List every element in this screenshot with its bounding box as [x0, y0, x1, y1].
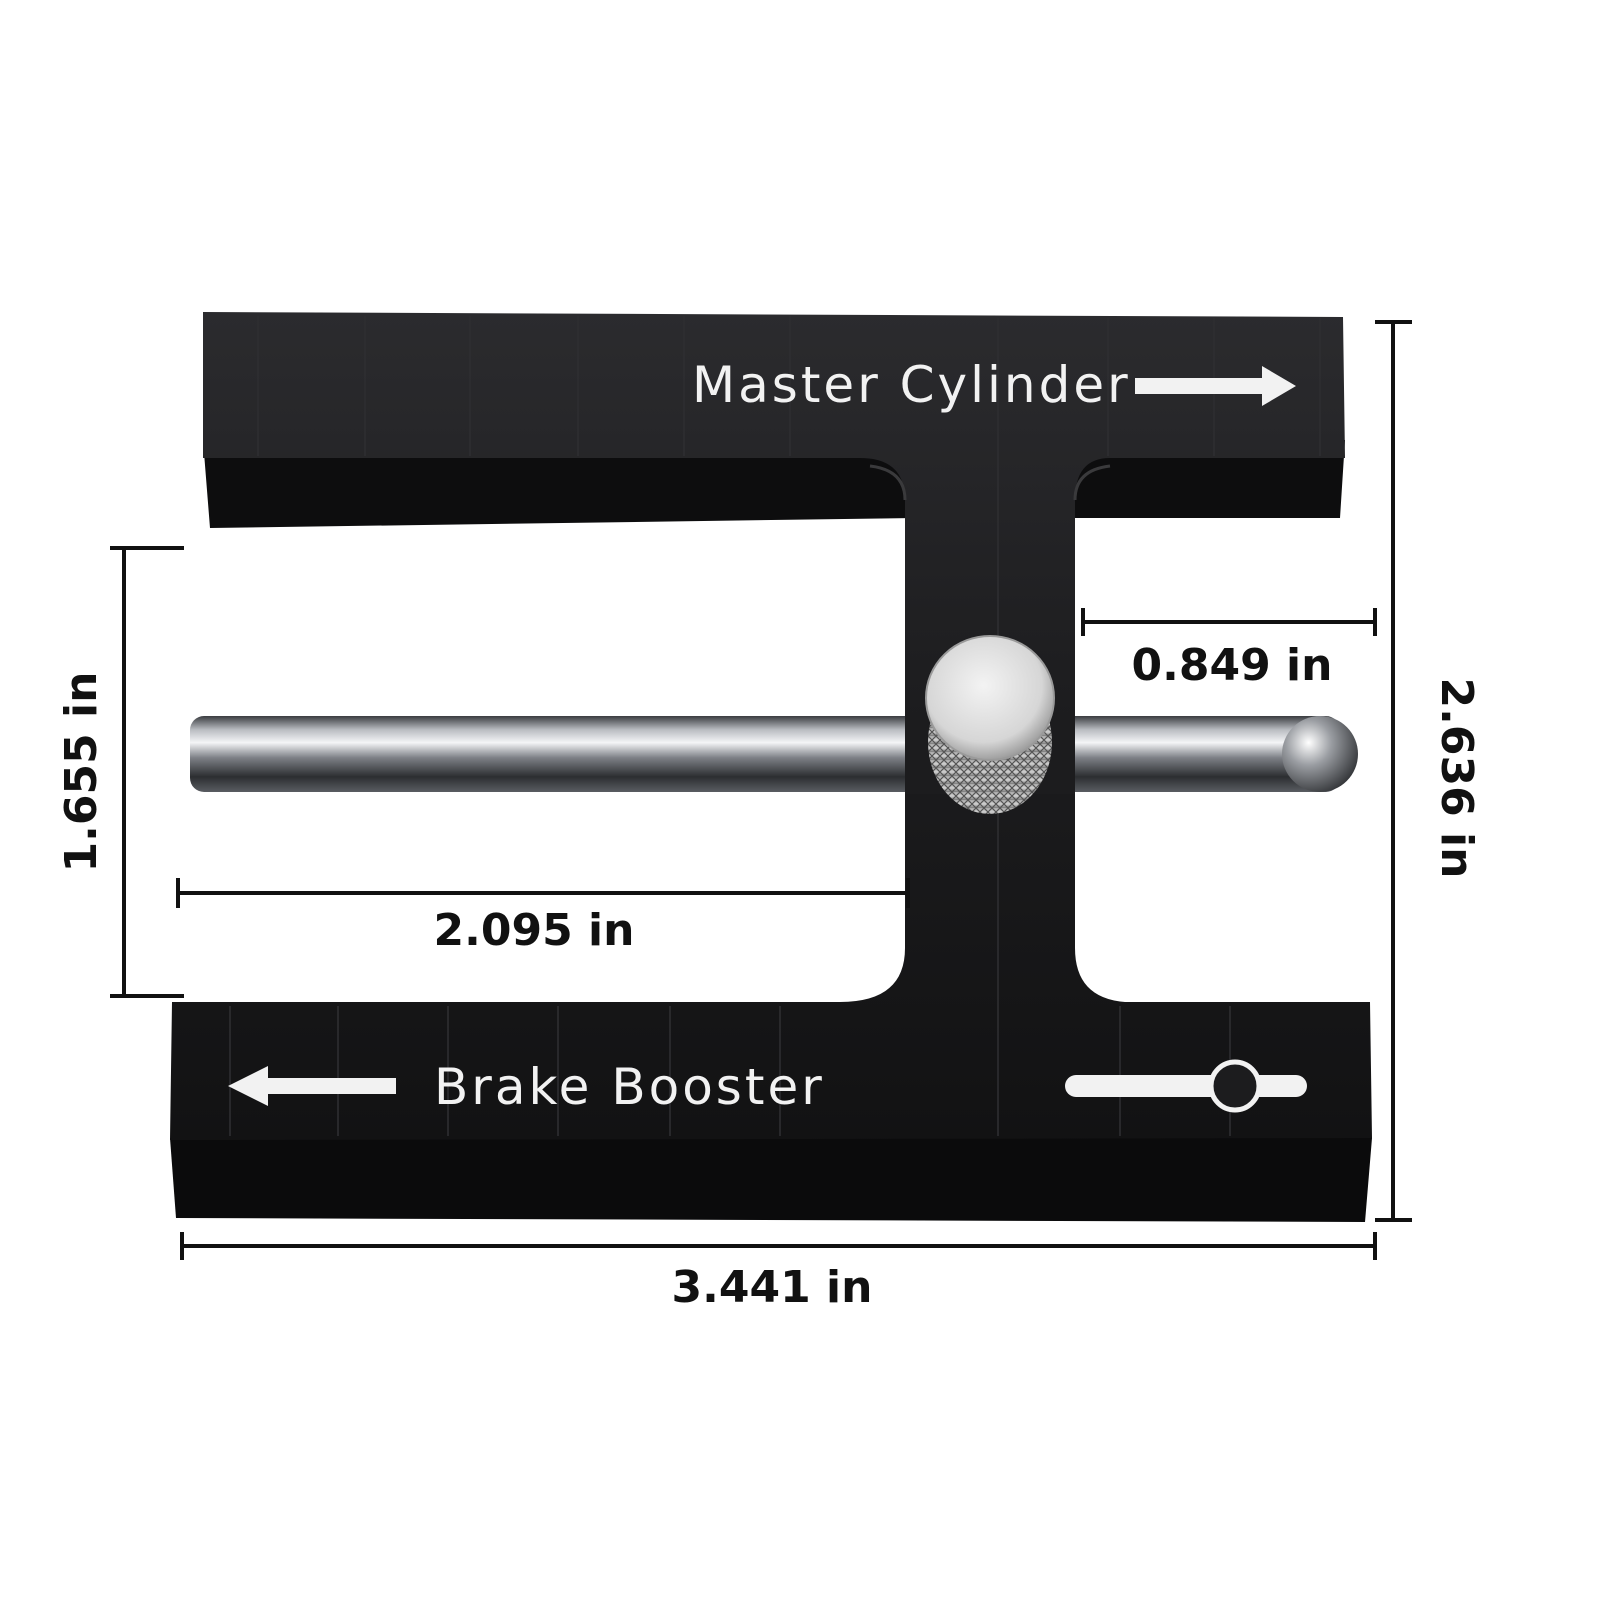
machining-marks	[229, 316, 1321, 1136]
dimension-web-offset	[1081, 608, 1377, 636]
dimension-total-width-label: 3.441 in	[672, 1262, 873, 1313]
dimension-total-height-label: 2.636 in	[1431, 678, 1482, 879]
thumb-screw-knob[interactable]	[925, 635, 1055, 814]
dimension-rod-reach-label: 2.095 in	[434, 905, 635, 956]
top-engraving-label: Master Cylinder	[692, 356, 1131, 414]
bottom-engraving-label: Brake Booster	[434, 1058, 825, 1116]
arrow-right-icon	[1135, 366, 1296, 406]
bottom-bar-edge	[170, 1138, 1372, 1222]
dimension-total-height	[1375, 320, 1412, 1222]
web-left-edge	[869, 464, 907, 501]
dimension-gap-height	[110, 546, 184, 998]
arrow-left-icon	[228, 1066, 396, 1106]
gauge-body	[170, 312, 1372, 1222]
body-top-face	[170, 312, 1372, 1140]
slider-symbol-icon	[1065, 1059, 1307, 1113]
dimension-total-width	[180, 1232, 1377, 1260]
web-right-edge	[1073, 464, 1111, 501]
pushrod	[190, 714, 1358, 794]
dimension-rod-reach	[176, 878, 910, 908]
dimension-gap-height-label: 1.655 in	[56, 672, 107, 873]
dimension-web-offset-label: 0.849 in	[1132, 640, 1333, 691]
